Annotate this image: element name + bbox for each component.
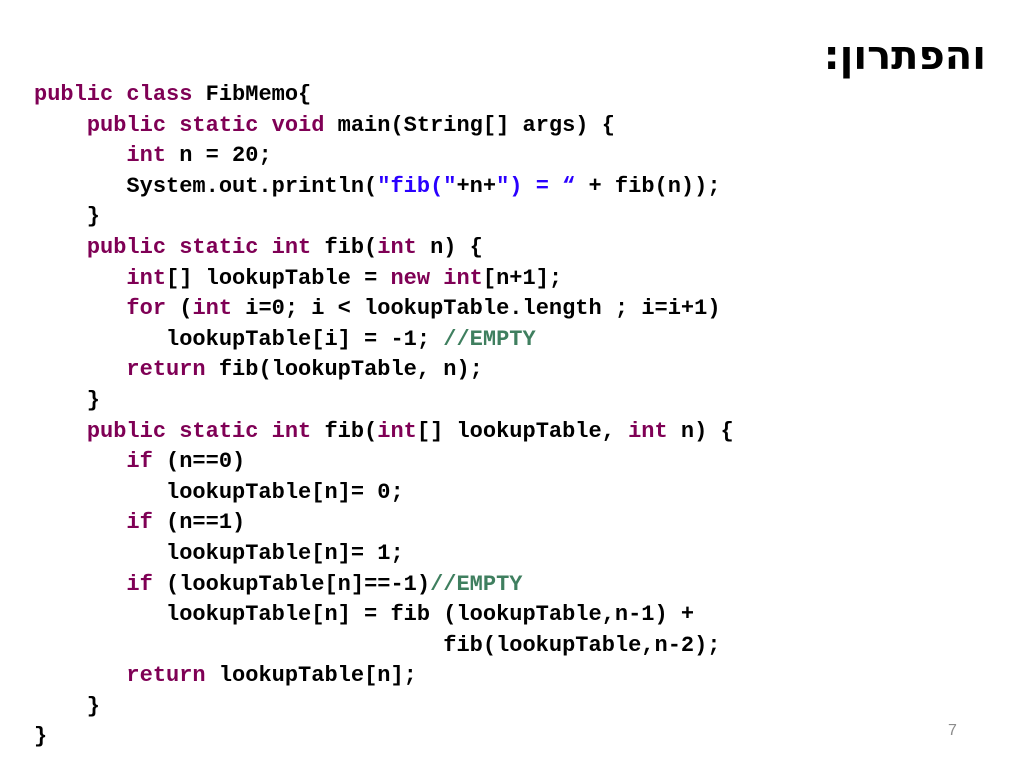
code-text: [34, 296, 126, 321]
code-text: [34, 357, 126, 382]
slide-title: והפתרון:: [823, 33, 986, 79]
code-text: [34, 449, 126, 474]
code-line: System.out.println("fib("+n+") = “ + fib…: [34, 172, 734, 203]
code-text: (n==1): [166, 510, 246, 536]
code-text: n) {: [430, 234, 483, 260]
code-text: [] lookupTable =: [166, 265, 391, 291]
code-text: [34, 143, 126, 168]
code-keyword: public static void: [86, 112, 338, 138]
code-text: (lookupTable[n]==-1): [166, 571, 431, 597]
code-string: "fib(": [377, 173, 457, 199]
code-line: }: [34, 386, 734, 417]
code-line: lookupTable[n]= 1;: [34, 539, 734, 570]
code-comment: //EMPTY: [443, 326, 536, 352]
code-text: main(String[] args) {: [337, 112, 615, 138]
code-line: if (n==1): [34, 508, 734, 539]
code-text: (n==0): [166, 449, 246, 475]
code-text: +n+: [456, 173, 497, 199]
code-text: lookupTable[n];: [218, 663, 417, 689]
code-keyword: int: [192, 296, 246, 322]
code-text: }: [34, 724, 48, 750]
code-text: }: [34, 693, 101, 719]
code-line: lookupTable[n]= 0;: [34, 478, 734, 509]
page-number: 7: [948, 722, 957, 739]
code-text: }: [34, 204, 101, 230]
code-line: public static int fib(int n) {: [34, 233, 734, 264]
code-line: if (lookupTable[n]==-1)//EMPTY: [34, 570, 734, 601]
code-text: }: [34, 387, 101, 413]
code-text: n) {: [680, 418, 734, 444]
code-text: [34, 235, 87, 260]
code-line: for (int i=0; i < lookupTable.length ; i…: [34, 294, 734, 325]
code-keyword: public class: [34, 82, 206, 107]
code-keyword: int: [628, 418, 681, 444]
code-keyword: for: [126, 296, 180, 322]
code-text: lookupTable[i] = -1;: [34, 326, 444, 352]
code-text: (: [179, 296, 193, 322]
code-comment: //EMPTY: [430, 571, 523, 597]
code-line: public static void main(String[] args) {: [34, 111, 734, 142]
code-line: int[] lookupTable = new int[n+1];: [34, 264, 734, 295]
code-line: }: [34, 202, 734, 233]
code-text: [34, 419, 87, 444]
code-keyword: int: [126, 143, 180, 169]
code-keyword: int: [377, 418, 417, 444]
code-line: return lookupTable[n];: [34, 661, 734, 692]
code-line: lookupTable[i] = -1; //EMPTY: [34, 325, 734, 356]
code-text: i=0; i < lookupTable.length ; i=i+1): [245, 296, 721, 322]
code-text: [34, 663, 126, 688]
code-text: [34, 510, 126, 535]
code-keyword: if: [126, 449, 167, 475]
code-line: public class FibMemo{: [34, 80, 734, 111]
code-keyword: if: [126, 510, 167, 536]
code-keyword: new int: [390, 265, 483, 291]
code-keyword: public static int: [86, 418, 325, 444]
code-line: if (n==0): [34, 447, 734, 478]
code-text: [34, 266, 126, 291]
code-keyword: int: [126, 265, 167, 291]
code-text: FibMemo{: [205, 82, 312, 107]
code-text: [34, 572, 126, 597]
code-block: public class FibMemo{ public static void…: [34, 80, 734, 753]
code-text: System.out.println(: [34, 173, 378, 199]
code-text: [34, 113, 87, 138]
code-text: fib(lookupTable,n-2);: [34, 632, 721, 658]
code-keyword: return: [126, 663, 219, 689]
code-text: [] lookupTable,: [416, 418, 629, 444]
code-string: ") = “: [496, 173, 576, 199]
code-keyword: if: [126, 571, 167, 597]
code-keyword: int: [377, 234, 431, 260]
code-keyword: public static int: [86, 234, 325, 260]
code-text: lookupTable[n]= 0;: [34, 479, 404, 505]
code-text: fib(lookupTable, n);: [218, 357, 483, 383]
code-text: n = 20;: [179, 143, 272, 169]
code-text: lookupTable[n] = fib (lookupTable,n-1) +: [34, 602, 695, 628]
code-keyword: return: [126, 357, 219, 383]
code-text: lookupTable[n]= 1;: [34, 540, 404, 566]
code-line: int n = 20;: [34, 141, 734, 172]
code-line: lookupTable[n] = fib (lookupTable,n-1) +: [34, 600, 734, 631]
code-text: + fib(n));: [575, 173, 721, 199]
code-text: fib(: [324, 234, 378, 260]
code-line: return fib(lookupTable, n);: [34, 355, 734, 386]
code-text: [n+1];: [482, 265, 563, 291]
code-line: }: [34, 722, 734, 753]
code-line: }: [34, 692, 734, 723]
code-line: fib(lookupTable,n-2);: [34, 631, 734, 662]
code-line: public static int fib(int[] lookupTable,…: [34, 417, 734, 448]
code-text: fib(: [324, 418, 378, 444]
